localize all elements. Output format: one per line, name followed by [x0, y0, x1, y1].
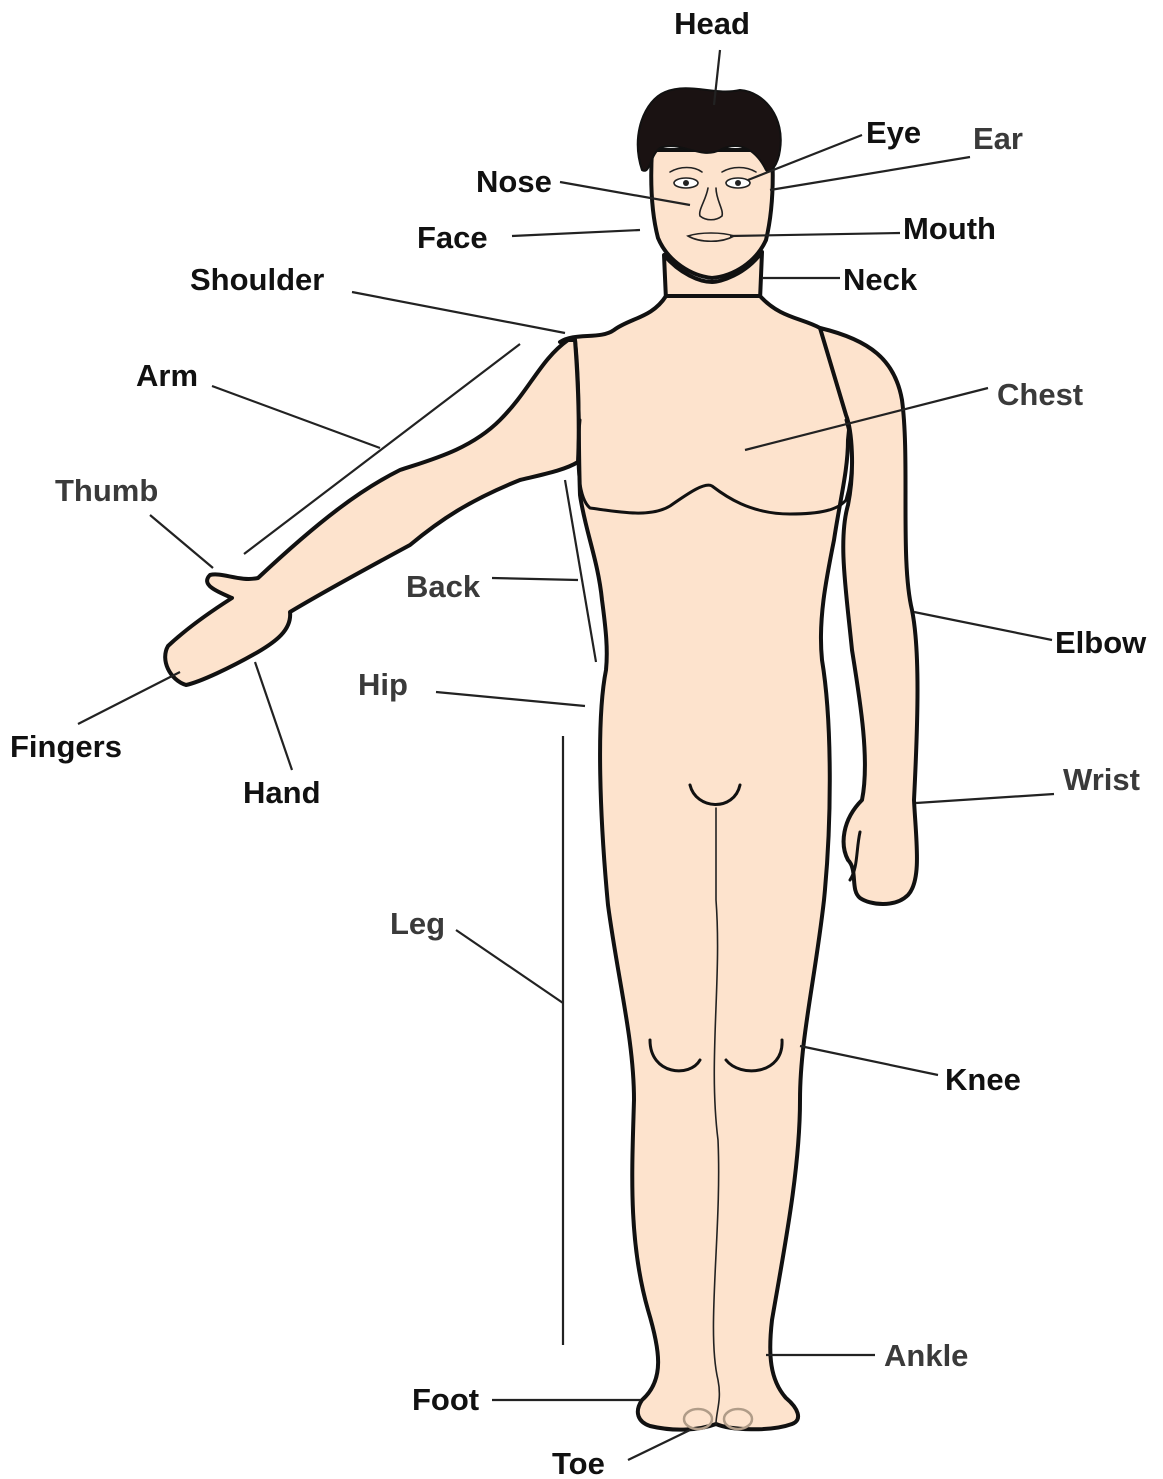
thumb-leader: [150, 515, 213, 568]
back-leader: [492, 578, 578, 580]
label-chest: Chest: [997, 377, 1083, 412]
label-head: Head: [674, 6, 750, 41]
label-ear: Ear: [973, 121, 1023, 156]
label-eye: Eye: [866, 115, 921, 150]
wrist-leader: [916, 794, 1054, 803]
label-ankle: Ankle: [884, 1338, 968, 1373]
left-pupil: [683, 180, 689, 186]
label-arm: Arm: [136, 358, 198, 393]
label-hip: Hip: [358, 667, 408, 702]
toe-leader: [628, 1430, 690, 1460]
label-foot: Foot: [412, 1382, 479, 1417]
label-neck: Neck: [843, 262, 918, 297]
label-toe: Toe: [552, 1446, 605, 1479]
face-leader: [512, 230, 640, 236]
label-mouth: Mouth: [903, 211, 996, 246]
leg-leader: [456, 930, 563, 1003]
label-elbow: Elbow: [1055, 625, 1147, 660]
label-nose: Nose: [476, 164, 552, 199]
label-hand: Hand: [243, 775, 321, 810]
label-wrist: Wrist: [1063, 762, 1140, 797]
ear-leader: [770, 157, 970, 190]
arm-leader: [212, 386, 380, 448]
part-labels: Head Eye Ear Nose Face Mouth Neck Should…: [10, 6, 1147, 1479]
right-pupil: [735, 180, 741, 186]
fingers-leader: [78, 672, 180, 724]
label-face: Face: [417, 220, 488, 255]
label-back: Back: [406, 569, 481, 604]
label-thumb: Thumb: [55, 473, 158, 508]
label-leg: Leg: [390, 906, 445, 941]
torso-and-legs: [560, 296, 886, 1430]
shoulder-leader: [352, 292, 565, 333]
knee-leader: [800, 1046, 938, 1075]
hand-leader: [255, 662, 292, 770]
label-knee: Knee: [945, 1062, 1021, 1097]
hip-leader: [436, 692, 585, 706]
label-fingers: Fingers: [10, 729, 122, 764]
label-shoulder: Shoulder: [190, 262, 324, 297]
elbow-leader: [914, 612, 1052, 640]
